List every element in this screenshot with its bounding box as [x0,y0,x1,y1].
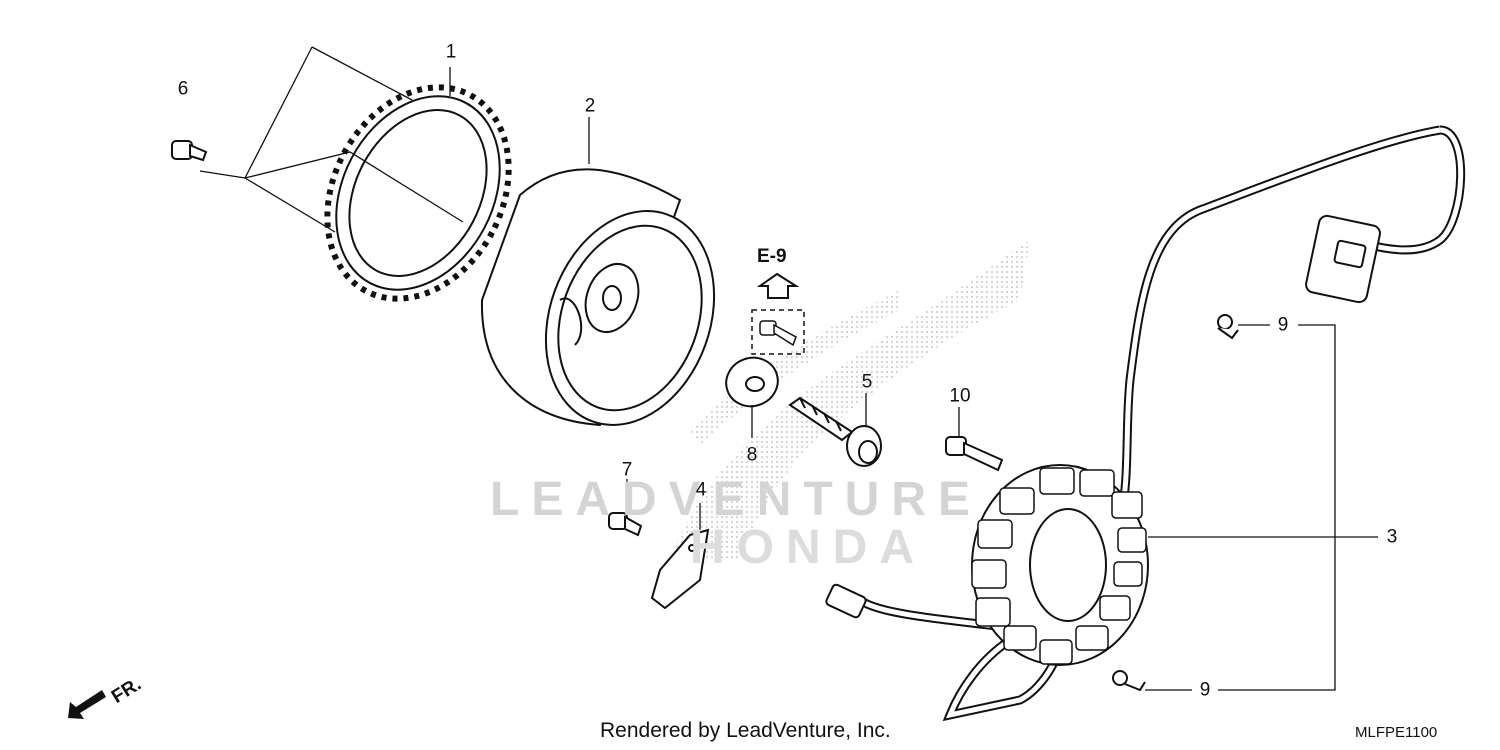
clamp-part-9-upper[interactable] [1217,314,1239,340]
guide-plate-part-4[interactable] [650,528,710,610]
reference-arrow[interactable] [756,272,800,299]
reference-bolt [759,320,797,347]
callout-2[interactable]: 2 [584,95,596,117]
bolt-part-5[interactable] [788,396,882,467]
callout-5[interactable]: 5 [861,371,873,393]
callout-9-upper[interactable]: 9 [1277,314,1289,336]
leader-lines [199,46,1378,691]
pulser-ring-part-1[interactable] [292,56,545,331]
watermark-wing-logo [670,240,1030,560]
reference-dashed-box [751,309,805,355]
bolt-part-7[interactable] [608,512,643,537]
watermark-text-line-2: HONDA [690,521,926,574]
bolt-part-10[interactable] [945,436,1004,472]
callout-8[interactable]: 8 [746,444,758,466]
callout-4[interactable]: 4 [695,479,707,501]
callout-3[interactable]: 3 [1386,526,1398,548]
washer-part-8[interactable] [719,351,784,414]
reference-section-label[interactable]: E-9 [757,246,787,267]
callout-9-lower[interactable]: 9 [1199,679,1211,701]
front-direction-arrow-icon [68,690,106,719]
callout-7[interactable]: 7 [621,459,633,481]
callout-10[interactable]: 10 [949,385,971,407]
watermark-text-line-1: LEADVENTURE [490,473,983,526]
stator-part-3[interactable] [825,125,1466,722]
diagram-code: MLFPE1100 [1355,724,1438,741]
callout-6[interactable]: 6 [177,78,189,100]
render-credit: Rendered by LeadVenture, Inc. [600,719,891,742]
bolt-part-6[interactable] [171,140,208,162]
flywheel-part-2[interactable] [480,168,743,448]
callout-1[interactable]: 1 [445,41,457,63]
clamp-part-9-lower[interactable] [1112,670,1146,692]
